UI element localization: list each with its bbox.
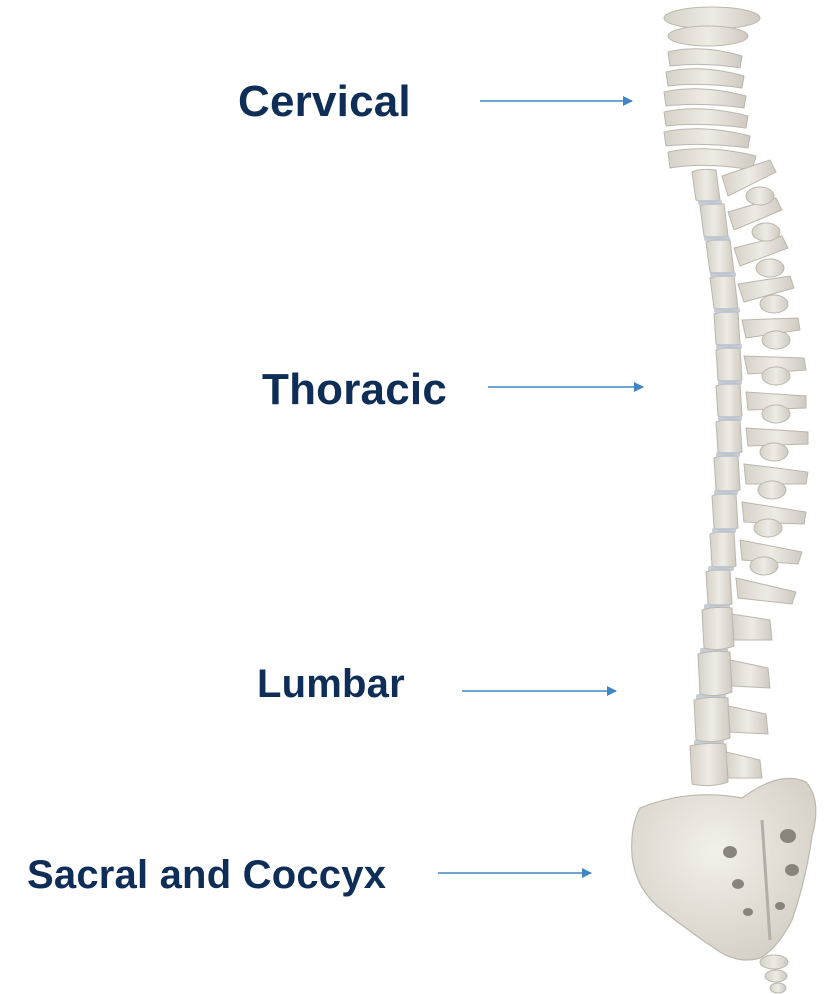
sacrum <box>632 778 816 960</box>
sacral-coccyx-label: Sacral and Coccyx <box>27 855 386 895</box>
atlas-vertebra <box>664 7 760 46</box>
cervical-vertebrae <box>664 49 756 170</box>
lumbar-label: Lumbar <box>257 664 405 704</box>
cervical-label: Cervical <box>238 80 411 124</box>
coccyx <box>760 955 788 993</box>
thoracic-vertebrae <box>692 169 742 606</box>
thoracic-label: Thoracic <box>262 368 447 412</box>
